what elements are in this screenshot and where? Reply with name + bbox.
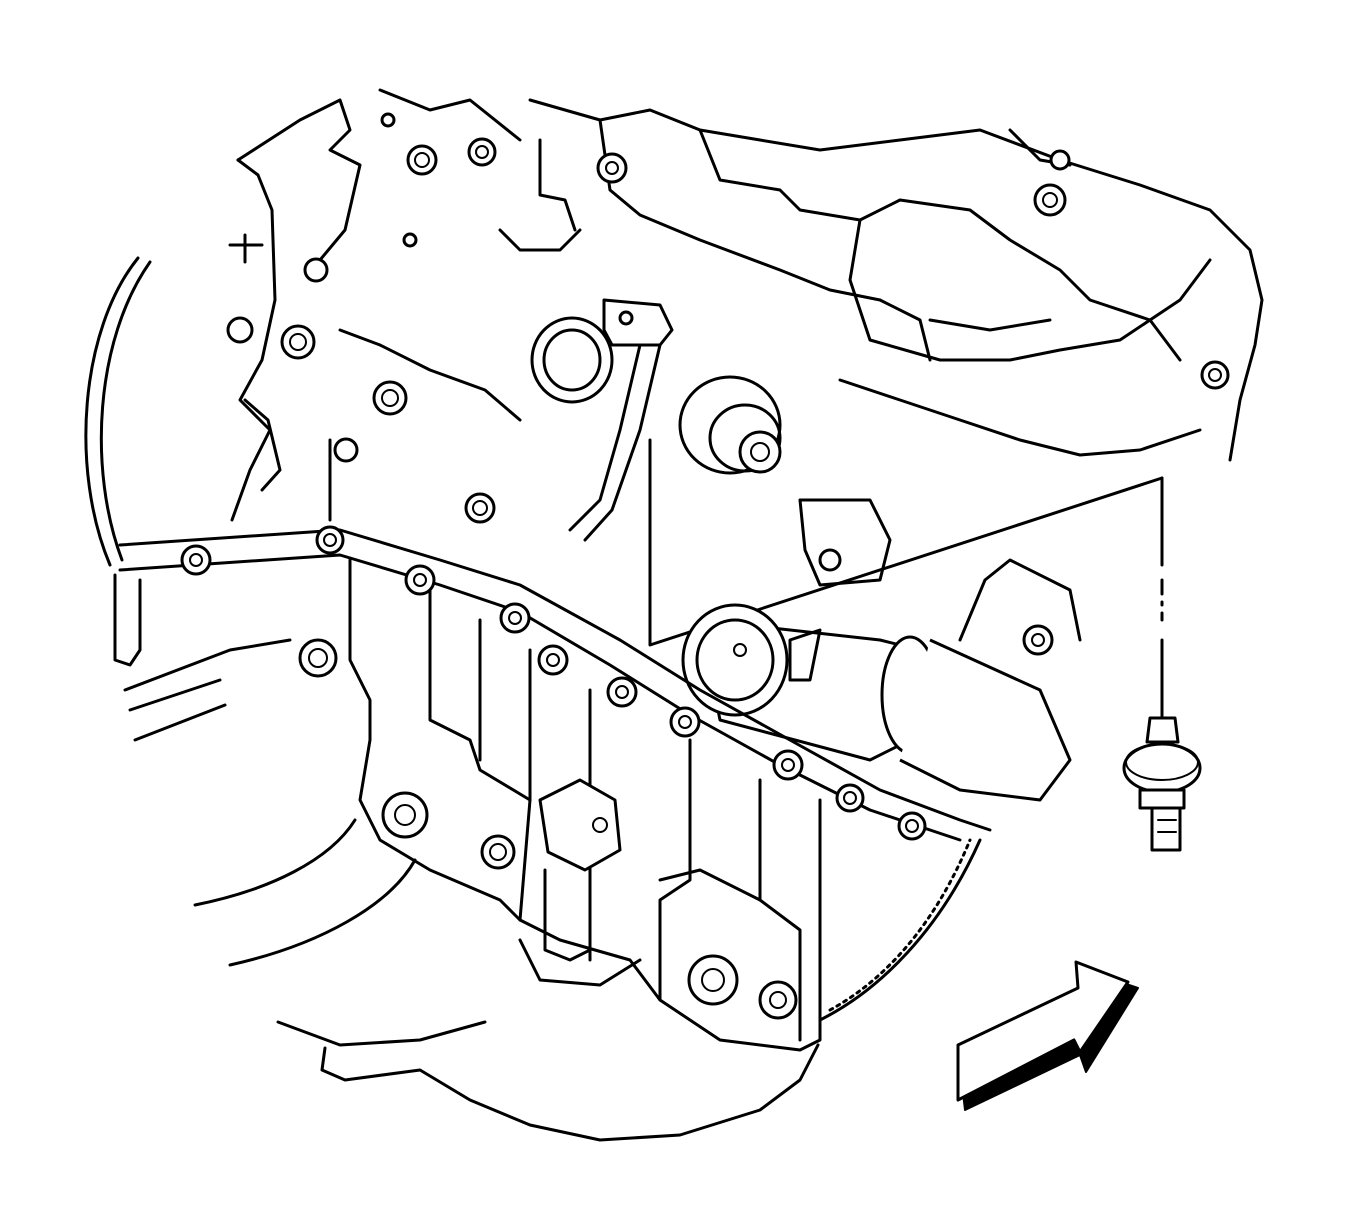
sensor-boss-bolt-center [750,442,770,462]
pan-bolt [537,644,569,676]
manifold-bolt [596,152,628,184]
knock-sensor [1122,716,1202,852]
pan-bolt [835,783,865,813]
flywheel-arc [84,256,152,567]
engine-block [228,88,522,522]
bolt-head [280,324,316,360]
mount-bolt [298,638,338,678]
bolt-head [226,316,254,344]
pan-bolt [669,706,701,738]
pan-bolt [180,544,212,576]
pan-boss [480,834,516,870]
manifold-bolt-center [1042,192,1058,208]
pan-bolt [606,676,638,708]
bolt-head [380,112,396,128]
callout-lines [648,438,1164,722]
bolt-head [333,437,359,463]
pan-bolt [772,749,804,781]
manifold-bolt-center [605,161,619,175]
pan-boss [758,980,798,1020]
bracket-bolt [618,310,634,326]
bolt-head [402,232,418,248]
manifold-stud [1049,149,1071,171]
pan-boss [381,791,429,839]
oil-filter-adapter [530,298,674,542]
starter-motor [681,498,1082,802]
sensor-boss-bolt [738,430,782,474]
bellhousing-outline [276,1020,820,1142]
bolt-head [303,257,329,283]
starter-bolt [1022,624,1054,656]
crankshaft-arcs [193,818,417,967]
bolt-center [472,500,488,516]
manifold-bolt-center [1208,368,1222,382]
front-direction-arrow-icon [956,960,1139,1111]
flywheel-ring-gear [818,838,982,1022]
manifold-bolt [1200,360,1230,390]
bolt-head [372,380,408,416]
bolt-center [381,389,399,407]
oil-pan-drain-boss [538,778,622,872]
bolt-center [475,145,489,159]
oil-pan [348,558,822,1052]
bolt-center [414,152,430,168]
bolt-center [289,333,307,351]
pan-bolt [897,811,927,841]
pan-rail-bolts [180,525,927,841]
manifold-bolt [1033,183,1067,217]
pan-boss [687,954,739,1006]
sensor-boss [678,375,782,475]
exhaust-manifold [498,98,1264,462]
bolt-head [464,492,496,524]
bolt-head [467,137,497,167]
block-bolts [226,112,497,524]
pan-bolt [499,602,531,634]
pan-bolt [315,525,345,555]
pan-bolt [404,564,436,596]
bolt-head [406,144,438,176]
